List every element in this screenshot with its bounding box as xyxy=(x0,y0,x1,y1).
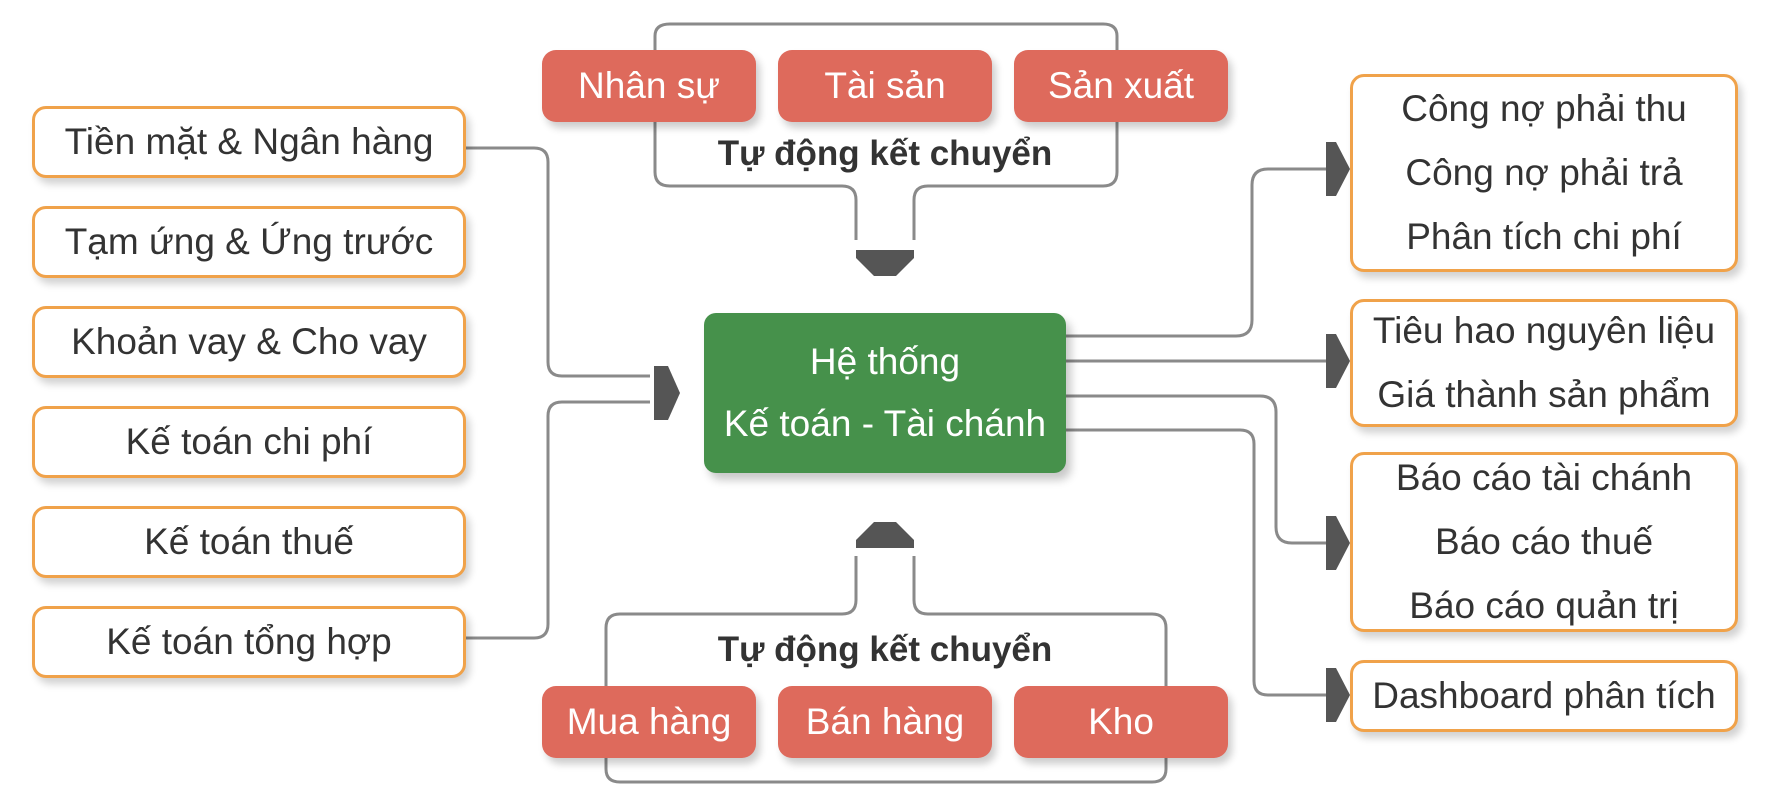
module-label: Kho xyxy=(1088,701,1154,742)
module-label: Kế toán tổng hợp xyxy=(106,621,392,662)
output-item: Dashboard phân tích xyxy=(1372,675,1716,716)
core-title-line2: Kế toán - Tài chánh xyxy=(723,403,1047,444)
output-item: Báo cáo thuế xyxy=(1434,521,1654,562)
connector-right-1 xyxy=(1066,167,1326,338)
module-label: Kế toán chi phí xyxy=(125,421,373,462)
output-costing[interactable]: Tiêu hao nguyên liệu Giá thành sản phẩm xyxy=(1350,299,1738,427)
connector-right-4 xyxy=(1066,428,1326,697)
arrow-to-output-2 xyxy=(1326,334,1350,388)
auto-transfer-label-bottom: Tự động kết chuyển xyxy=(717,630,1053,669)
connector-right-3 xyxy=(1066,394,1326,545)
module-nhan-su[interactable]: Nhân sự xyxy=(542,50,756,122)
arrow-to-output-1 xyxy=(1326,142,1350,196)
output-item: Báo cáo quản trị xyxy=(1409,585,1679,626)
module-ban-hang[interactable]: Bán hàng xyxy=(778,686,992,758)
arrow-up-icon xyxy=(856,522,914,548)
module-kho[interactable]: Kho xyxy=(1014,686,1228,758)
module-label: Tạm ứng & Ứng trước xyxy=(64,221,434,262)
auto-transfer-label-top: Tự động kết chuyển xyxy=(717,134,1053,173)
bracket-top xyxy=(653,22,1119,240)
module-mua-hang[interactable]: Mua hàng xyxy=(542,686,756,758)
output-dashboard[interactable]: Dashboard phân tích xyxy=(1350,660,1738,732)
module-loans[interactable]: Khoản vay & Cho vay xyxy=(32,306,466,378)
module-label: Nhân sự xyxy=(577,65,720,106)
module-cash-bank[interactable]: Tiền mặt & Ngân hàng xyxy=(32,106,466,178)
module-label: Tiền mặt & Ngân hàng xyxy=(64,121,434,162)
output-item: Giá thành sản phẩm xyxy=(1377,374,1711,415)
arrow-into-core-left xyxy=(654,366,680,420)
core-title-line1: Hệ thống xyxy=(809,341,961,382)
output-item: Báo cáo tài chánh xyxy=(1395,457,1693,498)
module-label: Tài sản xyxy=(824,65,946,106)
module-label: Khoản vay & Cho vay xyxy=(71,321,427,362)
output-reports[interactable]: Báo cáo tài chánh Báo cáo thuế Báo cáo q… xyxy=(1350,452,1738,632)
arrow-to-output-3 xyxy=(1326,516,1350,570)
output-item: Tiêu hao nguyên liệu xyxy=(1372,310,1716,351)
arrow-to-output-4 xyxy=(1326,668,1350,722)
output-receivables-payables[interactable]: Công nợ phải thu Công nợ phải trả Phân t… xyxy=(1350,74,1738,272)
module-general-ledger[interactable]: Kế toán tổng hợp xyxy=(32,606,466,678)
core-accounting-system[interactable]: Hệ thống Kế toán - Tài chánh xyxy=(704,313,1066,473)
output-item: Công nợ phải thu xyxy=(1401,88,1687,129)
module-tai-san[interactable]: Tài sản xyxy=(778,50,992,122)
module-label: Mua hàng xyxy=(566,701,732,742)
output-item: Phân tích chi phí xyxy=(1406,216,1682,257)
bracket-bottom xyxy=(604,556,1168,784)
connector-left-bottom xyxy=(466,400,650,640)
output-item: Công nợ phải trả xyxy=(1405,152,1683,193)
module-label: Bán hàng xyxy=(805,701,965,742)
module-tax-accounting[interactable]: Kế toán thuế xyxy=(32,506,466,578)
module-label: Kế toán thuế xyxy=(144,521,354,562)
module-label: Sản xuất xyxy=(1047,65,1195,106)
module-san-xuat[interactable]: Sản xuất xyxy=(1014,50,1228,122)
module-advances[interactable]: Tạm ứng & Ứng trước xyxy=(32,206,466,278)
arrow-down-icon xyxy=(856,250,914,276)
module-cost-accounting[interactable]: Kế toán chi phí xyxy=(32,406,466,478)
connector-left-top xyxy=(466,146,650,378)
